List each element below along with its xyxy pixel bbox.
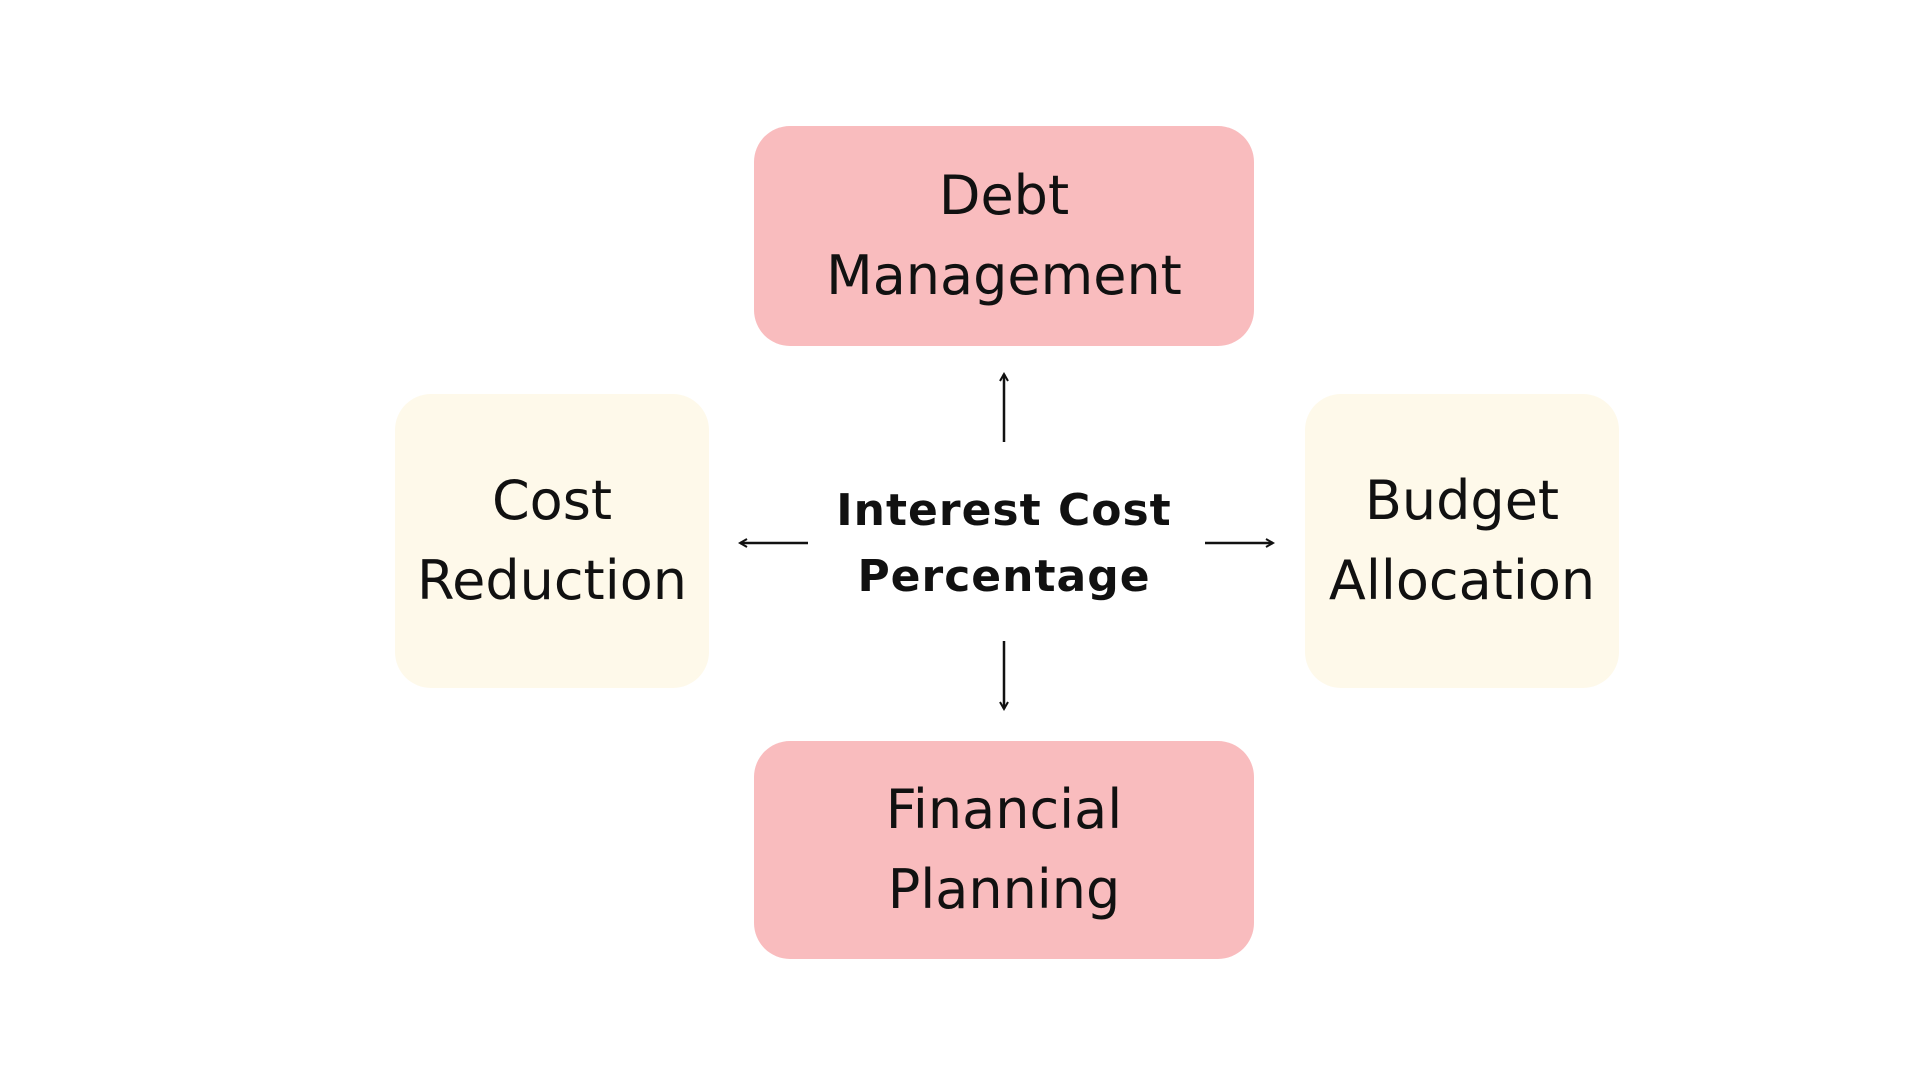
node-cost-reduction: Cost Reduction (395, 394, 709, 688)
node-budget-allocation-line2: Allocation (1328, 549, 1596, 612)
node-budget-allocation-line1: Budget (1364, 469, 1560, 532)
node-debt-management: Debt Management (754, 126, 1254, 346)
node-debt-management-line2: Management (826, 244, 1182, 307)
node-financial-planning: Financial Planning (754, 741, 1254, 959)
node-budget-allocation: Budget Allocation (1305, 394, 1619, 688)
center-concept-line1: Interest Cost (836, 485, 1172, 536)
node-financial-planning-line1: Financial (885, 778, 1123, 841)
node-debt-management-line1: Debt (938, 164, 1070, 227)
center-concept: Interest Cost Percentage (800, 478, 1208, 610)
center-concept-line2: Percentage (857, 551, 1151, 602)
node-cost-reduction-line2: Reduction (417, 549, 687, 612)
node-financial-planning-line2: Planning (887, 858, 1121, 921)
node-cost-reduction-line1: Cost (491, 469, 613, 532)
